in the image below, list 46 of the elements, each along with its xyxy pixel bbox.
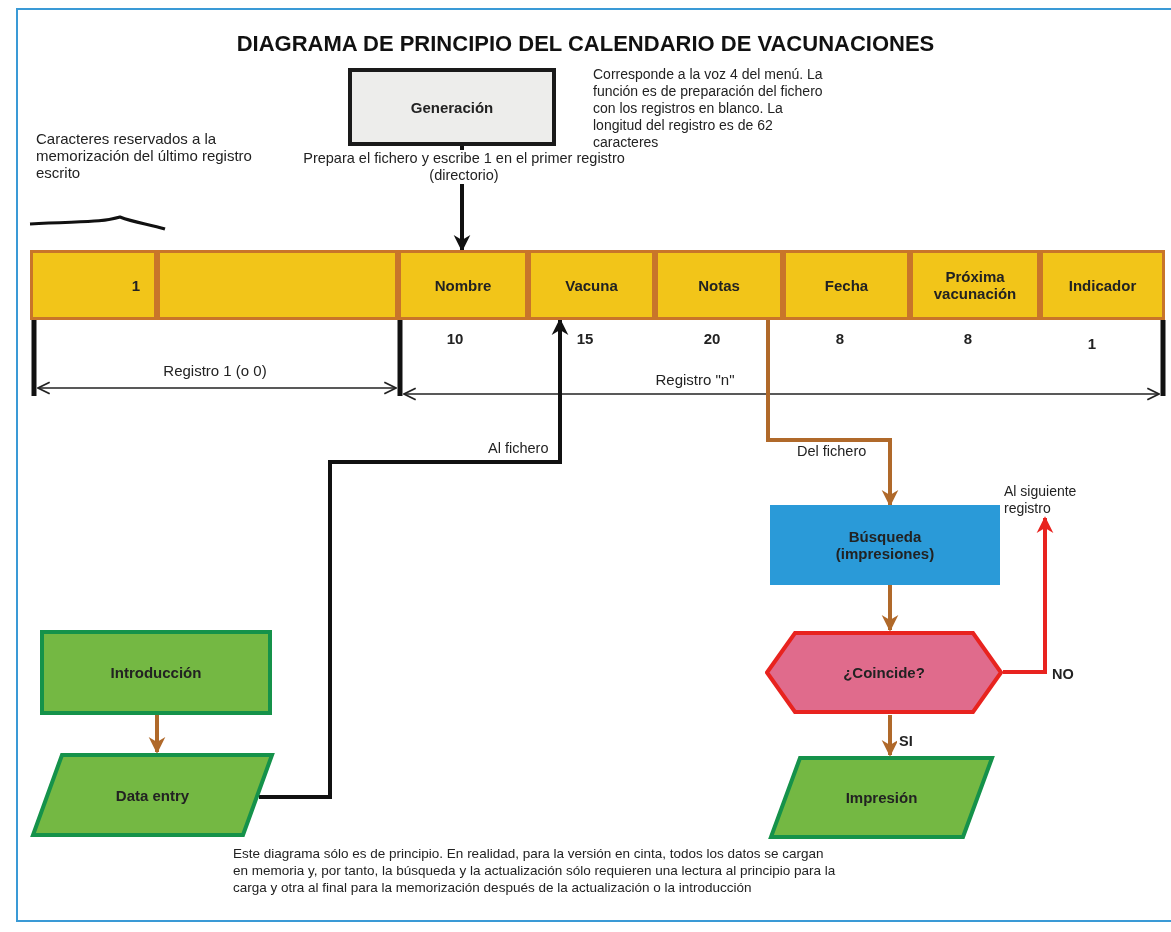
- field-length: 8: [962, 330, 974, 347]
- note-text: Corresponde a la voz 4 del menú. La función es de preparación del fichero con los registros en blanco. La longitud del registro es de 62 caracteres: [593, 66, 824, 151]
- process-box: [348, 68, 556, 146]
- record-field: [1040, 250, 1165, 320]
- node-label: Vacuna: [565, 276, 618, 294]
- node-label: Nombre: [434, 276, 492, 294]
- field-length: 15: [575, 330, 595, 347]
- record-field: [528, 250, 655, 320]
- title: DIAGRAMA DE PRINCIPIO DEL CALENDARIO DE VACUNACIONES: [235, 30, 936, 58]
- data-parallelogram: [30, 752, 275, 838]
- data-parallelogram: [768, 755, 995, 840]
- process-box: [770, 505, 1000, 585]
- process-box: [40, 630, 272, 715]
- record-field: [655, 250, 783, 320]
- node-label: Data entry: [115, 786, 190, 804]
- field-length: 1: [1086, 335, 1098, 352]
- dimension-label: Registro 1 (o 0): [162, 362, 268, 379]
- arrow: [1003, 516, 1054, 674]
- arrow: [766, 320, 899, 507]
- node-label: Notas: [698, 276, 740, 294]
- field-length: 8: [834, 330, 846, 347]
- arrow: [881, 715, 899, 757]
- node-label: 1: [131, 276, 140, 294]
- footnote-text: Este diagrama sólo es de principio. En realidad, para la versión en cinta, todos los datos se cargan en memoria y, por tanto, la búsqueda y la actualización sólo requieren una lectura al principio para la carga y otra al final para la memorización después de la actualización o la introducción: [233, 845, 837, 896]
- record-field: [398, 250, 528, 320]
- decision-hexagon: [765, 630, 1003, 715]
- node-label: Impresión: [845, 789, 918, 806]
- node-label: ¿Coincide?: [843, 664, 925, 681]
- record-field: [783, 250, 910, 320]
- node-label: Fecha: [824, 276, 869, 294]
- annotation-text: Al siguiente registro: [1004, 483, 1078, 517]
- arrow: [148, 715, 166, 754]
- record-field: [30, 250, 157, 320]
- node-label: Próxima vacunación: [932, 268, 1018, 302]
- record-field: [910, 250, 1040, 320]
- field-length: 10: [445, 330, 465, 347]
- node-label: Indicador: [1068, 276, 1137, 294]
- dimension-label: Registro "n": [654, 371, 736, 388]
- record-field: [157, 250, 398, 320]
- note-text: Caracteres reservados a la memorización del último registro escrito: [36, 130, 253, 181]
- node-label: Generación: [410, 98, 494, 116]
- node-label: Introducción: [110, 664, 202, 681]
- field-length: 20: [702, 330, 722, 347]
- node-label: Búsqueda (impresiones): [834, 528, 936, 562]
- arrow: [259, 318, 569, 799]
- arrow: [881, 585, 899, 632]
